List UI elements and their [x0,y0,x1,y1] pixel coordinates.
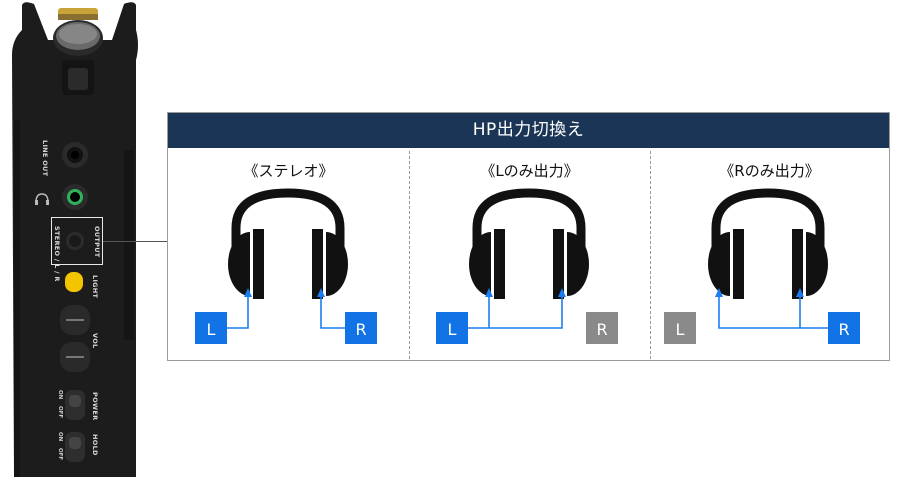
mode-stereo: 《ステレオ》 L R [168,148,409,360]
headphones-icon [708,188,828,299]
output-switch-highlight [51,217,103,265]
l-only-diagram: L R [436,188,618,344]
right-channel-label: R [355,320,366,339]
right-arrow-head [558,288,566,297]
left-arrow-head [715,288,723,297]
left-channel-badge [436,312,468,344]
right-signal-arrow [320,294,345,329]
panel-title: HP出力切換え [168,113,889,148]
left-channel-label: L [207,320,216,339]
mode-title: 《ステレオ》 [243,162,334,180]
power-off-label: OFF [57,406,63,419]
right-channel-badge [345,312,377,344]
left-to-both-signal-arrows [468,294,563,329]
power-label: POWER [91,392,99,421]
left-signal-arrow [227,294,249,329]
line-out-label: LINE OUT [41,140,49,177]
hold-label: HOLD [91,434,99,456]
left-channel-label: L [676,320,685,339]
vol-label: VOL [91,333,99,349]
recorder-body-graphic [12,2,138,477]
right-channel-label: R [838,320,849,339]
left-arrow-head [244,288,252,297]
hp-output-panel: HP出力切換え 《ステレオ》 L R [167,112,890,361]
right-arrow-head [317,288,325,297]
hold-on-label: ON [57,432,63,442]
hold-off-label: OFF [57,448,63,461]
mode-title: 《Lのみ出力》 [480,162,579,180]
recorder-device: LINE OUT OUTPUT STEREO / L / R LIGHT VOL… [0,0,160,477]
light-label: LIGHT [91,275,99,299]
mode-divider [650,151,651,359]
mode-l-only: 《Lのみ出力》 L R [409,148,650,360]
r-only-diagram: L R [664,188,860,344]
left-channel-badge [195,312,227,344]
callout-leader-line [103,241,167,242]
headphones-icon [228,188,348,299]
mode-divider [409,151,410,359]
right-channel-badge-inactive [586,312,618,344]
headphones-icon [469,188,589,299]
mode-r-only: 《Rのみ出力》 L R [650,148,889,360]
right-arrow-head [796,288,804,297]
right-to-both-signal-arrows [718,294,828,329]
mode-title: 《Rのみ出力》 [719,162,820,180]
right-channel-label: R [596,320,607,339]
left-channel-badge-inactive [664,312,696,344]
power-on-label: ON [57,390,63,400]
left-channel-label: L [448,320,457,339]
left-arrow-head [485,288,493,297]
stereo-diagram: L R [195,188,377,344]
right-channel-badge [828,312,860,344]
